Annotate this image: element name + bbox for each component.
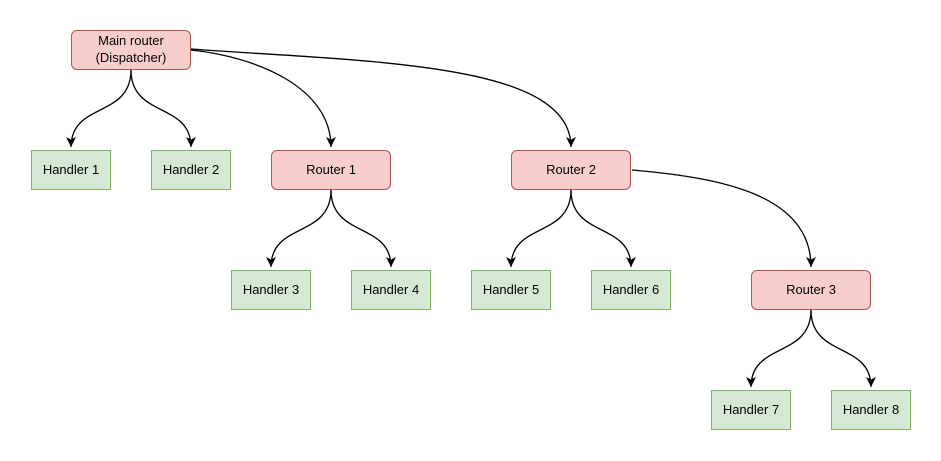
node-handler-8: Handler 8 [831,390,911,430]
node-handler-3: Handler 3 [231,270,311,310]
node-handler-1: Handler 1 [31,150,111,190]
node-handler-7: Handler 7 [711,390,791,430]
node-handler-2: Handler 2 [151,150,231,190]
edge-main-to-handler-1 [66,69,132,148]
node-main-router: Main router (Dispatcher) [71,30,191,70]
edge-router2-to-handler-5 [506,189,572,268]
edge-main-to-handler-2 [130,69,196,148]
node-router-1: Router 1 [271,150,391,190]
node-handler-4: Handler 4 [351,270,431,310]
node-handler-5: Handler 5 [471,270,551,310]
edge-router2-to-handler-6 [570,189,636,268]
node-router-2: Router 2 [511,150,631,190]
node-handler-6: Handler 6 [591,270,671,310]
edge-router3-to-handler-8 [810,309,876,388]
edge-main-to-router-1 [190,49,336,148]
edge-router1-to-handler-3 [266,189,332,268]
edge-router1-to-handler-4 [330,189,396,268]
edge-router3-to-handler-7 [746,309,812,388]
node-router-3: Router 3 [751,270,871,310]
edge-router2-to-router-3 [631,169,816,268]
edge-main-to-router-2 [190,48,576,148]
